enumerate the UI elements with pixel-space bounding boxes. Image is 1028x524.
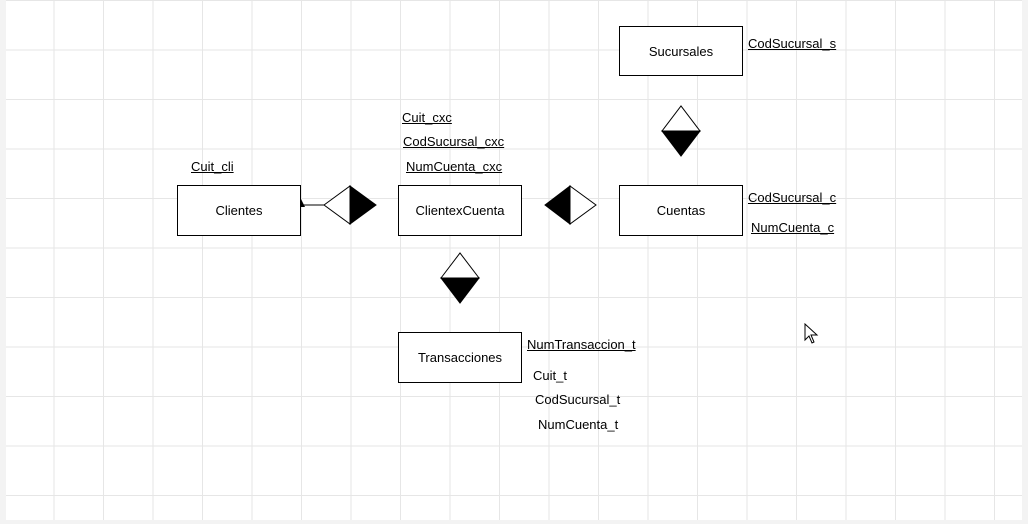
attr-codsucursal-s[interactable]: CodSucursal_s bbox=[748, 36, 837, 51]
entity-clientexcuenta-label: ClientexCuenta bbox=[415, 203, 505, 218]
entity-transacciones-label: Transacciones bbox=[417, 350, 503, 365]
attr-numcuenta-c[interactable]: NumCuenta_c bbox=[751, 220, 835, 235]
relationship-diamond-sucursales[interactable] bbox=[660, 105, 702, 157]
entity-clientes-label: Clientes bbox=[215, 203, 263, 218]
attr-codsucursal-cxc[interactable]: CodSucursal_cxc bbox=[403, 134, 505, 149]
entity-transacciones[interactable]: Transacciones bbox=[398, 332, 522, 383]
entity-sucursales[interactable]: Sucursales bbox=[619, 26, 743, 76]
entity-sucursales-label: Sucursales bbox=[648, 43, 714, 59]
entity-clientes[interactable]: Clientes bbox=[177, 185, 301, 236]
mouse-cursor-icon bbox=[804, 323, 819, 344]
canvas-bottom-border bbox=[0, 520, 1028, 524]
attr-cuit-cli[interactable]: Cuit_cli bbox=[191, 159, 234, 174]
entity-clientexcuenta[interactable]: ClientexCuenta bbox=[398, 185, 522, 236]
canvas-right-border bbox=[1022, 0, 1028, 524]
attr-cuit-t[interactable]: Cuit_t bbox=[533, 368, 567, 383]
attr-numcuenta-t[interactable]: NumCuenta_t bbox=[538, 417, 619, 432]
attr-codsucursal-c[interactable]: CodSucursal_c bbox=[748, 190, 837, 205]
entity-cuentas-label: Cuentas bbox=[656, 203, 706, 218]
attr-numtransaccion-t[interactable]: NumTransaccion_t bbox=[527, 337, 636, 352]
attr-cuit-cxc[interactable]: Cuit_cxc bbox=[402, 110, 452, 125]
relationship-diamond-cuentas[interactable] bbox=[544, 184, 597, 226]
attr-numcuenta-cxc[interactable]: NumCuenta_cxc bbox=[406, 159, 503, 174]
attr-codsucursal-t[interactable]: CodSucursal_t bbox=[535, 392, 621, 407]
relationship-diamond-clientes[interactable] bbox=[323, 185, 377, 225]
canvas-left-border bbox=[0, 0, 6, 524]
entity-cuentas[interactable]: Cuentas bbox=[619, 185, 743, 236]
relationship-diamond-transacciones[interactable] bbox=[439, 252, 481, 304]
